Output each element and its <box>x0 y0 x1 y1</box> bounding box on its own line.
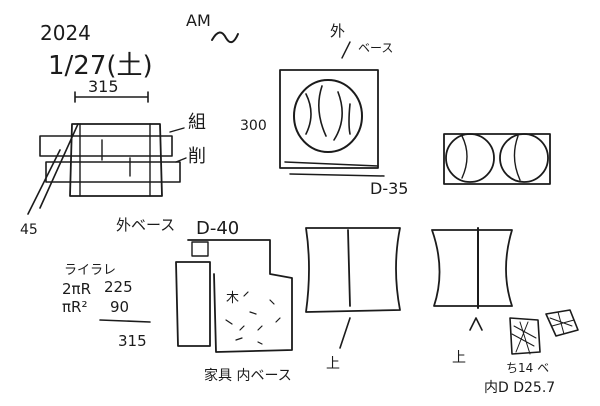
base-square <box>279 69 379 169</box>
date-day: 1/27(土) <box>48 51 153 81</box>
time-squiggle <box>211 31 239 44</box>
bottom-left-label: 家具 内ベース <box>204 367 292 384</box>
arrow-left <box>339 317 351 349</box>
grid-left-hatch <box>511 321 537 355</box>
two-r: 2πR <box>62 280 91 298</box>
d40-label: D-40 <box>196 218 239 239</box>
soto-label: 外 <box>330 22 345 40</box>
dim-315: 315 <box>88 77 119 96</box>
bottom-right-label: 内D D25.7 <box>484 380 555 396</box>
arrow-right <box>469 317 483 331</box>
arrow-right-label: 上 <box>452 350 466 366</box>
label-pointers <box>169 127 187 163</box>
d35-label: D-35 <box>370 179 408 198</box>
ki-label: 木 <box>226 291 239 306</box>
label-kezuri: 削 <box>188 146 206 167</box>
val-90: 90 <box>110 298 129 316</box>
pair-circle-left <box>445 133 495 183</box>
time-label: AM <box>186 11 211 30</box>
base-shadow <box>284 161 385 177</box>
panel-left-divider <box>347 229 351 307</box>
date-year: 2024 <box>40 21 91 45</box>
rage-title: ライラレ <box>64 263 116 278</box>
plank-outline <box>69 123 163 197</box>
panel-right <box>431 229 513 307</box>
plank-lines <box>79 123 151 197</box>
dim-300: 300 <box>240 118 267 134</box>
pair-grain <box>461 135 521 181</box>
label-kumi: 組 <box>188 112 206 133</box>
sum-line <box>99 319 151 323</box>
cabinet-side <box>175 261 211 347</box>
val-315: 315 <box>118 332 147 350</box>
grid-left <box>509 317 541 355</box>
base-pointer <box>341 41 351 59</box>
plank-top <box>39 135 173 157</box>
pi-r2: πR² <box>62 298 87 316</box>
grid-right-hatch <box>549 311 575 335</box>
pair-box <box>443 133 551 185</box>
base-label: ベース <box>358 41 393 55</box>
circle-grain <box>305 85 351 141</box>
angle-lines <box>27 123 79 215</box>
panel-left <box>305 227 401 313</box>
plank-bottom <box>45 161 181 183</box>
base-circle <box>293 79 363 153</box>
angle-label: 45 <box>20 222 38 238</box>
cabinet-tag <box>191 241 209 257</box>
dim-line <box>74 91 149 103</box>
soto-base-2: 外ベース <box>116 216 175 234</box>
grid-right <box>545 309 579 337</box>
side-note: ち14 ベ <box>506 361 549 375</box>
pair-circle-right <box>499 133 549 183</box>
val-225: 225 <box>104 278 133 296</box>
wood-texture <box>225 291 281 345</box>
arrow-left-label: 上 <box>326 356 340 372</box>
cabinet-outline <box>187 239 293 353</box>
